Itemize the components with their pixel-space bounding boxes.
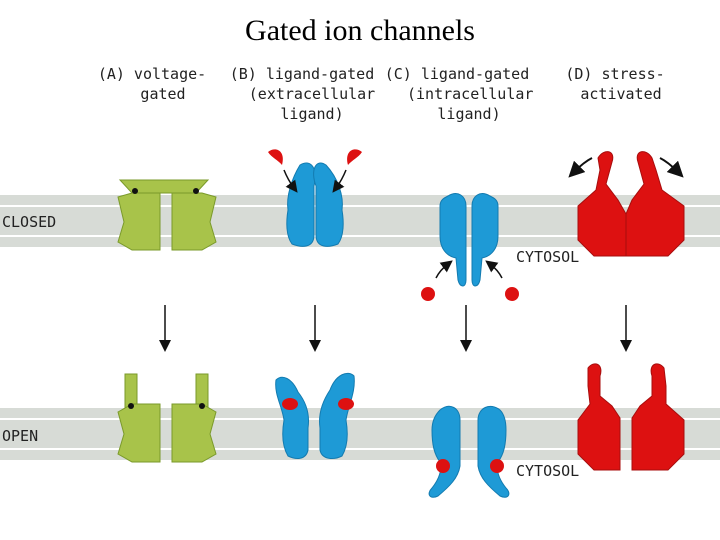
voltage-sensor-right-open	[199, 403, 205, 409]
stress-activated-channel-open	[577, 363, 685, 471]
intracellular-ligand-right	[505, 287, 519, 301]
ligand-gated-extracellular-open	[275, 372, 355, 459]
voltage-subunit-left-open	[117, 403, 161, 463]
label-ligand-gated-extracellular: (B) ligand-gated (extracellular ligand)	[228, 64, 376, 124]
label-b-line3: ligand)	[280, 105, 344, 123]
cytosol-label-closed: CYTOSOL	[516, 248, 580, 266]
ligand-gated-intracellular-open	[428, 405, 510, 498]
stress-activated-channel-closed	[568, 151, 685, 257]
membrane-line-open-top	[0, 418, 720, 420]
bound-ligand-left	[282, 398, 298, 410]
membrane-line-closed-bottom	[0, 235, 720, 237]
bound-ligand-right	[338, 398, 354, 410]
stress-arrow-left	[568, 157, 593, 178]
label-d-line2: activated	[580, 85, 662, 103]
label-d-line1: (D) stress-	[565, 65, 665, 83]
cytosol-label-open: CYTOSOL	[516, 462, 580, 480]
extracellular-ligand-right	[347, 149, 362, 165]
transition-arrows	[159, 305, 632, 352]
ligand-b-subunit-right-closed	[313, 162, 344, 247]
voltage-sensor-left-open	[128, 403, 134, 409]
stress-subunit-right-open	[631, 363, 685, 471]
intracellular-ligand-left	[421, 287, 435, 301]
ligand-b-subunit-right-open	[319, 372, 355, 459]
label-b-line2: (extracellular	[248, 85, 376, 103]
ligand-gated-extracellular-closed	[268, 149, 362, 247]
ligand-c-subunit-right-closed	[471, 193, 499, 287]
stress-subunit-left-closed	[577, 151, 627, 257]
voltage-sensor-right-closed	[193, 188, 199, 194]
stress-subunit-right-closed	[625, 151, 685, 257]
extracellular-ligand-left	[268, 149, 283, 165]
bound-intracellular-ligand-right	[490, 459, 504, 473]
voltage-subunit-left-closed	[117, 192, 161, 251]
label-a-line2: gated	[140, 85, 186, 103]
ligand-c-subunit-left-open	[428, 405, 461, 498]
label-ligand-gated-intracellular: (C) ligand-gated (intracellular ligand)	[383, 64, 534, 124]
ligand-b-subunit-left-closed	[286, 162, 316, 247]
label-b-line1: (B) ligand-gated	[229, 65, 375, 83]
ligand-arrow-right	[332, 169, 347, 193]
bound-intracellular-ligand-left	[436, 459, 450, 473]
page-title: Gated ion channels	[245, 14, 475, 47]
stress-arrow-right	[659, 157, 684, 178]
ligand-c-subunit-left-closed	[439, 193, 467, 287]
voltage-gated-channel-closed	[117, 179, 217, 251]
label-a-line1: (A) voltage-	[97, 65, 207, 83]
voltage-subunit-right-open	[171, 403, 217, 463]
membrane-line-closed-top	[0, 205, 720, 207]
label-c-line2: (intracellular	[407, 85, 534, 103]
ligand-c-subunit-right-open	[477, 405, 510, 498]
intracellular-arrow-right	[485, 260, 503, 279]
ligand-b-subunit-left-open	[275, 376, 309, 459]
voltage-subunit-right-closed	[171, 192, 217, 251]
membrane-line-open-bottom	[0, 448, 720, 450]
label-c-line1: (C) ligand-gated	[384, 65, 530, 83]
voltage-sensor-left-closed	[132, 188, 138, 194]
label-c-line3: ligand)	[437, 105, 501, 123]
open-state-label: OPEN	[2, 427, 39, 445]
label-stress-activated: (D) stress- activated	[555, 64, 675, 104]
label-voltage-gated: (A) voltage- gated	[92, 64, 212, 104]
intracellular-arrow-left	[435, 260, 453, 279]
ligand-gated-intracellular-closed	[421, 193, 519, 301]
voltage-gated-channel-open	[117, 373, 217, 463]
stress-subunit-left-open	[577, 363, 621, 471]
ligand-arrow-left	[283, 169, 298, 193]
closed-state-label: CLOSED	[2, 213, 57, 231]
